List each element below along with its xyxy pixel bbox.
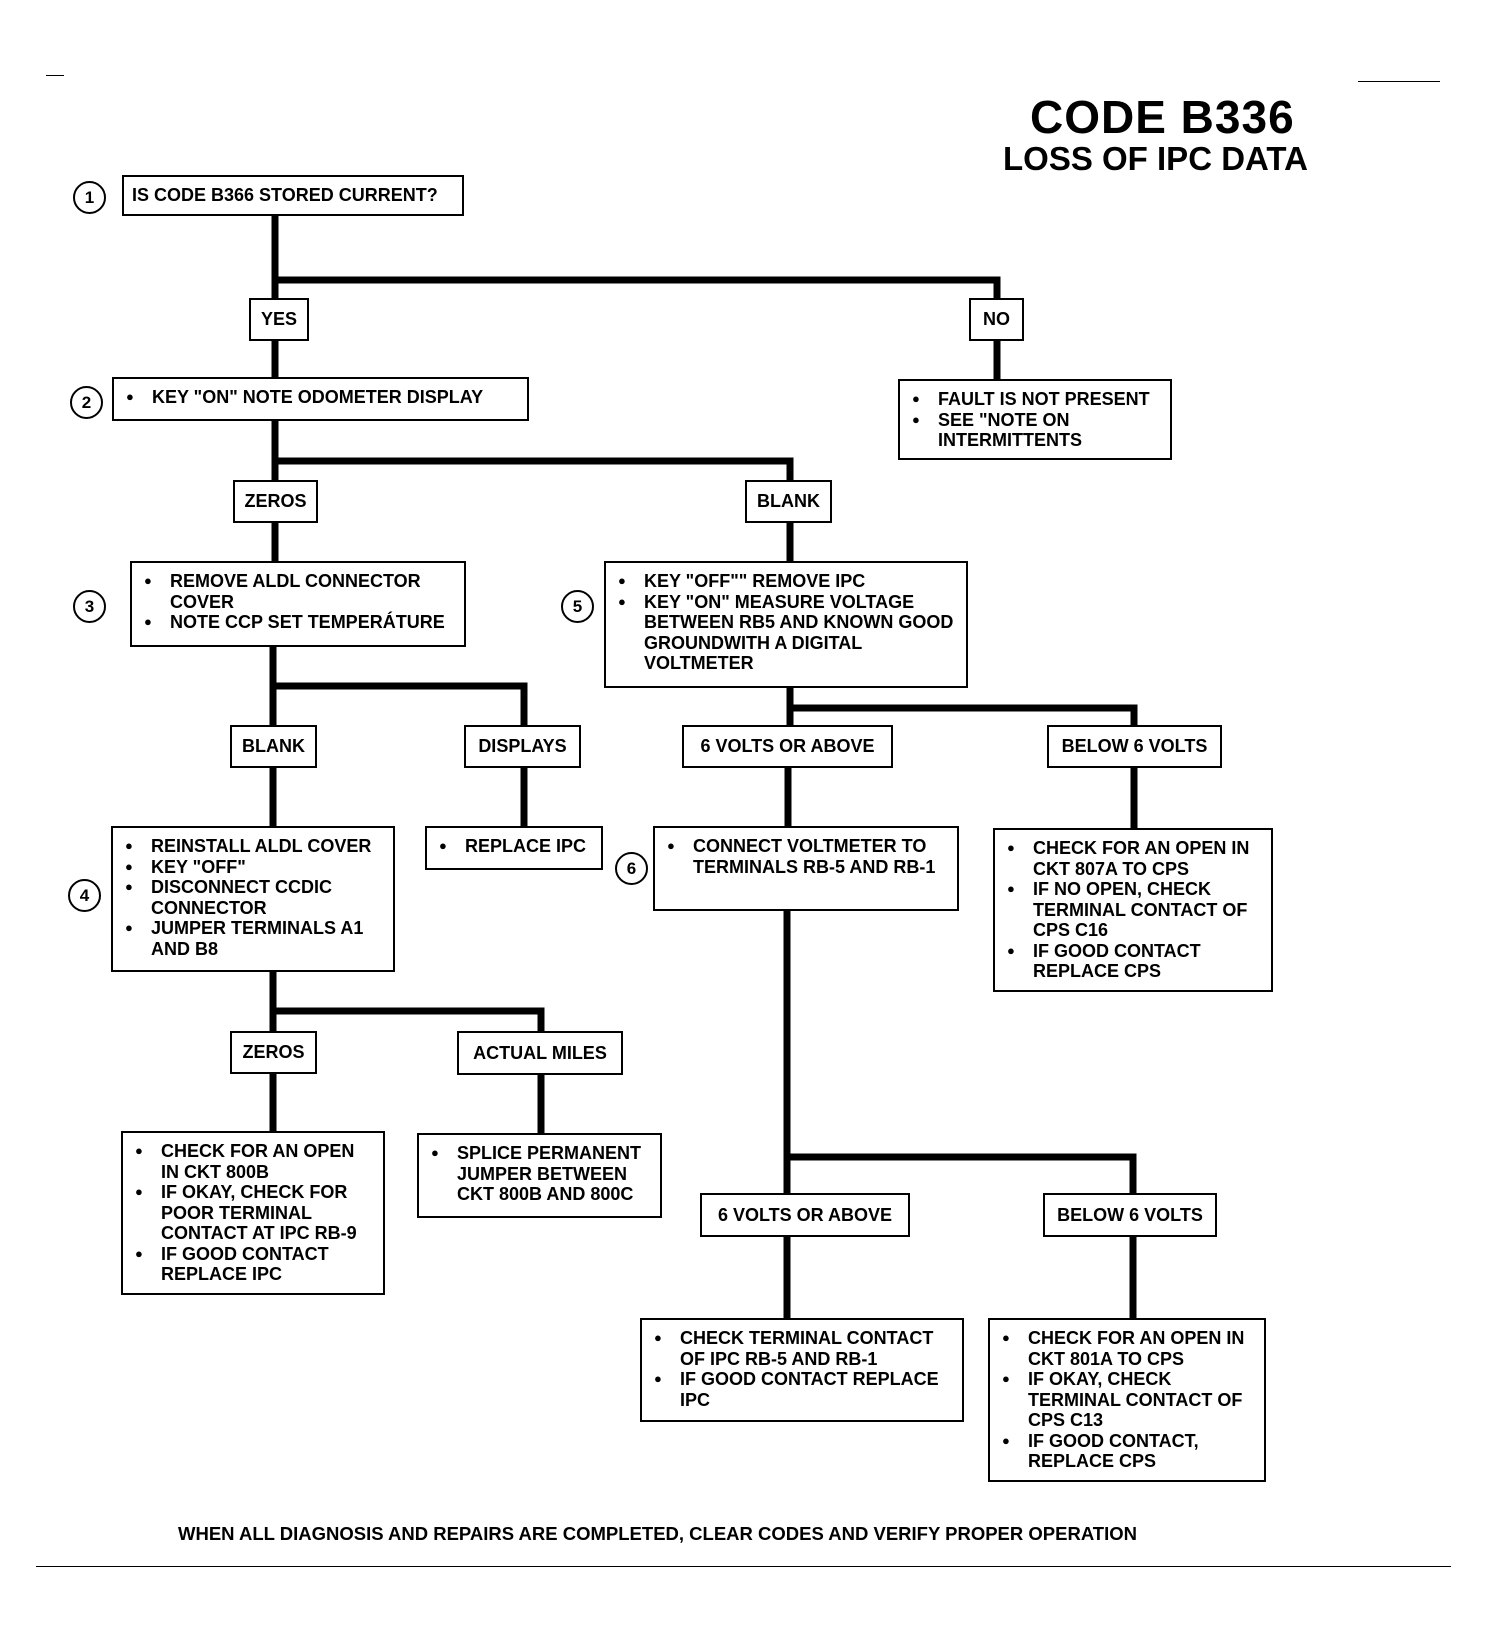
bullet-item: FAULT IS NOT PRESENT	[908, 389, 1162, 410]
step-number: 2	[70, 386, 103, 419]
bullet-item: KEY "OFF"" REMOVE IPC	[614, 571, 958, 592]
bullet-item: DISCONNECT CCDIC CONNECTOR	[121, 877, 385, 918]
label-6-volts-or-above: 6 VOLTS OR ABOVE	[700, 1193, 910, 1237]
label-below-6-volts: BELOW 6 VOLTS	[1047, 725, 1222, 768]
label-text: ACTUAL MILES	[473, 1042, 607, 1063]
check-807a-box: CHECK FOR AN OPEN IN CKT 807A TO CPS IF …	[993, 828, 1273, 992]
bullet-item: IF OKAY, CHECK TERMINAL CONTACT OF CPS C…	[998, 1369, 1256, 1431]
label-actual-miles: ACTUAL MILES	[457, 1031, 623, 1075]
label-displays: DISPLAYS	[464, 725, 581, 768]
label-text: NO	[983, 309, 1010, 330]
label-text: 6 VOLTS OR ABOVE	[700, 736, 875, 757]
step6-box: CONNECT VOLTMETER TO TERMINALS RB-5 AND …	[653, 826, 959, 911]
check-rb5-box: CHECK TERMINAL CONTACT OF IPC RB-5 AND R…	[640, 1318, 964, 1422]
step-number: 1	[73, 181, 106, 214]
bullet-item: KEY "ON" MEASURE VOLTAGE BETWEEN RB5 AND…	[614, 592, 958, 674]
label-zeros: ZEROS	[233, 480, 318, 523]
bullet-item: CHECK TERMINAL CONTACT OF IPC RB-5 AND R…	[650, 1328, 954, 1369]
corner-mark	[1358, 81, 1440, 82]
question-text: IS CODE B366 STORED CURRENT?	[132, 185, 438, 206]
label-text: BELOW 6 VOLTS	[1057, 1204, 1203, 1225]
label-6-volts-or-above: 6 VOLTS OR ABOVE	[682, 725, 893, 768]
result-box-no: FAULT IS NOT PRESENT SEE "NOTE ON INTERM…	[898, 379, 1172, 460]
footer-note: WHEN ALL DIAGNOSIS AND REPAIRS ARE COMPL…	[178, 1523, 1137, 1544]
check-800b-box: CHECK FOR AN OPEN IN CKT 800B IF OKAY, C…	[121, 1131, 385, 1295]
bullet-item: SEE "NOTE ON INTERMITTENTS	[908, 410, 1162, 451]
label-no: NO	[969, 298, 1024, 341]
bullet-item: CHECK FOR AN OPEN IN CKT 801A TO CPS	[998, 1328, 1256, 1369]
step2-box: KEY "ON" NOTE ODOMETER DISPLAY	[112, 377, 529, 421]
question-box: IS CODE B366 STORED CURRENT?	[122, 175, 464, 216]
corner-mark	[46, 75, 64, 76]
label-blank: BLANK	[230, 725, 317, 768]
step4-box: REINSTALL ALDL COVER KEY "OFF" DISCONNEC…	[111, 826, 395, 972]
bullet-item: JUMPER TERMINALS A1 AND B8	[121, 918, 385, 959]
label-text: YES	[260, 309, 298, 330]
bullet-item: REMOVE ALDL CONNECTOR COVER	[140, 571, 456, 612]
check-801a-box: CHECK FOR AN OPEN IN CKT 801A TO CPS IF …	[988, 1318, 1266, 1482]
step3-box: REMOVE ALDL CONNECTOR COVER NOTE CCP SET…	[130, 561, 466, 647]
step5-box: KEY "OFF"" REMOVE IPC KEY "ON" MEASURE V…	[604, 561, 968, 688]
page-subtitle: LOSS OF IPC DATA	[1003, 140, 1308, 177]
step-number: 5	[561, 590, 594, 623]
label-text: DISPLAYS	[478, 736, 567, 757]
bullet-item: CHECK FOR AN OPEN IN CKT 800B	[131, 1141, 375, 1182]
step-number: 6	[615, 852, 648, 885]
label-text: BLANK	[242, 736, 305, 757]
bullet-item: KEY "OFF"	[121, 857, 385, 878]
bullet-item: REPLACE IPC	[435, 836, 593, 857]
label-blank: BLANK	[745, 480, 832, 523]
bullet-item: NOTE CCP SET TEMPERÁTURE	[140, 612, 456, 633]
splice-box: SPLICE PERMANENT JUMPER BETWEEN CKT 800B…	[417, 1133, 662, 1218]
bullet-item: CONNECT VOLTMETER TO TERMINALS RB-5 AND …	[663, 836, 949, 877]
page-title: CODE B336	[1030, 91, 1295, 143]
bullet-item: IF GOOD CONTACT REPLACE IPC	[131, 1244, 375, 1285]
label-zeros: ZEROS	[230, 1031, 317, 1074]
label-yes: YES	[249, 298, 309, 341]
divider	[36, 1566, 1451, 1567]
label-text: BELOW 6 VOLTS	[1061, 736, 1208, 757]
bullet-item: SPLICE PERMANENT JUMPER BETWEEN CKT 800B…	[427, 1143, 652, 1205]
bullet-item: KEY "ON" NOTE ODOMETER DISPLAY	[122, 387, 519, 408]
bullet-item: REINSTALL ALDL COVER	[121, 836, 385, 857]
bullet-item: CHECK FOR AN OPEN IN CKT 807A TO CPS	[1003, 838, 1263, 879]
bullet-item: IF NO OPEN, CHECK TERMINAL CONTACT OF CP…	[1003, 879, 1263, 941]
replace-ipc-box: REPLACE IPC	[425, 826, 603, 870]
label-text: ZEROS	[244, 491, 307, 512]
bullet-item: IF OKAY, CHECK FOR POOR TERMINAL CONTACT…	[131, 1182, 375, 1244]
label-text: 6 VOLTS OR ABOVE	[717, 1204, 893, 1225]
label-text: BLANK	[757, 491, 820, 512]
label-text: ZEROS	[242, 1042, 305, 1063]
step-number: 3	[73, 590, 106, 623]
step-number: 4	[68, 879, 101, 912]
label-below-6-volts: BELOW 6 VOLTS	[1043, 1193, 1217, 1237]
bullet-item: IF GOOD CONTACT, REPLACE CPS	[998, 1431, 1256, 1472]
bullet-item: IF GOOD CONTACT REPLACE CPS	[1003, 941, 1263, 982]
bullet-item: IF GOOD CONTACT REPLACE IPC	[650, 1369, 954, 1410]
